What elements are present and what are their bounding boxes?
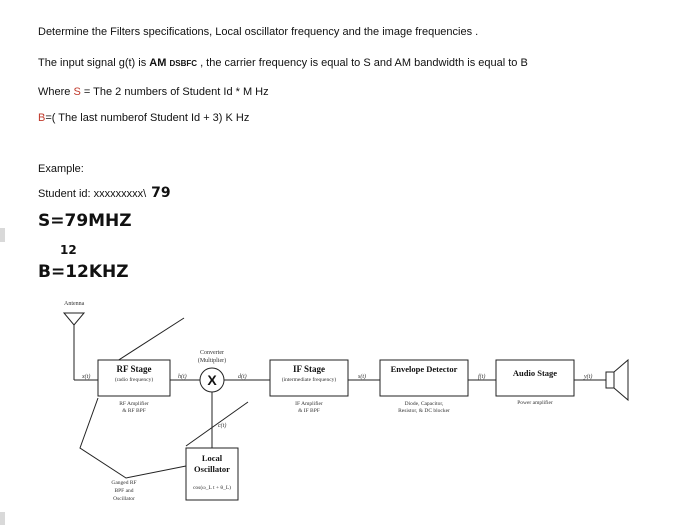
- student-id-line: Student id: xxxxxxxxx\ 79: [38, 185, 171, 201]
- rf-stage-title: RF Stage: [117, 364, 152, 374]
- antenna-label: Antenna: [64, 301, 85, 307]
- b-definition: =( The last numberof Student Id + 3) K H…: [45, 112, 250, 124]
- edge-artifact: [0, 512, 5, 525]
- student-id-digits: 79: [146, 185, 171, 201]
- signal-x-label: x(t): [81, 373, 90, 380]
- example-text: Example:: [38, 163, 84, 175]
- signal-h-label: h(t): [178, 373, 187, 380]
- b-line: B=( The last numberof Student Id + 3) K …: [38, 112, 249, 124]
- s-value-text: S=79MHZ: [38, 211, 132, 231]
- envelope-desc-1: Diode, Capacitor,: [405, 401, 444, 407]
- rf-desc-2: & RF BPF: [122, 408, 146, 414]
- s-value: S=79MHZ: [38, 211, 132, 231]
- b-value-text: B=12KHZ: [38, 262, 129, 282]
- rf-stage-sub: (radio frequency): [115, 376, 153, 383]
- instruction-text: Determine the Filters specifications, Lo…: [38, 26, 479, 38]
- edge-artifact: [0, 228, 5, 242]
- speaker-icon: [605, 371, 615, 389]
- signal-c-label: c(t): [218, 422, 226, 429]
- s-definition: = The 2 numbers of Student Id * M Hz: [80, 86, 269, 98]
- b-symbol: B: [38, 112, 46, 124]
- audio-title: Audio Stage: [513, 368, 557, 378]
- s-symbol: S: [73, 86, 81, 98]
- twelve-value: 12: [60, 243, 77, 257]
- audio-stage-box: [495, 359, 575, 397]
- envelope-title: Envelope Detector: [391, 364, 458, 374]
- where-text: Where: [38, 86, 74, 98]
- am-label: AM: [149, 57, 167, 69]
- if-stage-box: [269, 359, 349, 397]
- lo-formula: cos(ω_L t + θ_L): [193, 484, 231, 491]
- rf-desc-1: RF Amplifier: [119, 400, 149, 407]
- signal-y-label: y(t): [583, 373, 592, 380]
- mixer-icon: [199, 367, 225, 393]
- ganged-label-2: BPF and: [114, 488, 133, 494]
- local-oscillator-box: [185, 447, 239, 501]
- signal-line: The input signal g(t) is AM DSBFC , the …: [38, 57, 528, 69]
- signal-f-label: f(t): [478, 373, 485, 380]
- signal-text: The input signal g(t) is: [38, 57, 150, 69]
- instruction-line: Determine the Filters specifications, Lo…: [38, 26, 478, 38]
- student-id-label: Student id: xxxxxxxxx\: [38, 188, 147, 200]
- b-value: B=12KHZ: [38, 262, 129, 282]
- lo-title-2: Oscillator: [194, 464, 230, 474]
- mixer-symbol: X: [207, 372, 217, 388]
- antenna-icon: [62, 312, 86, 326]
- rf-stage-box: [97, 359, 171, 397]
- lo-title-1: Local: [202, 453, 223, 463]
- twelve-text: 12: [60, 243, 77, 257]
- ganged-label-1: Ganged RF: [111, 480, 136, 486]
- carrier-text: , the carrier frequency is equal to S an…: [197, 57, 528, 69]
- if-desc-1: IF Amplifier: [295, 400, 323, 407]
- converter-sublabel: (Multiplier): [198, 357, 226, 364]
- if-stage-sub: (intermediate frequency): [282, 376, 337, 383]
- dsbfc-subscript: DSBFC: [169, 59, 198, 68]
- where-line: Where S = The 2 numbers of Student Id * …: [38, 86, 269, 98]
- converter-label: Converter: [200, 350, 224, 356]
- if-stage-title: IF Stage: [293, 364, 325, 374]
- example-label: Example:: [38, 163, 84, 175]
- envelope-detector-box: [379, 359, 469, 397]
- envelope-desc-2: Resistor, & DC blocker: [398, 408, 450, 414]
- ganged-label-3: Oscillator: [113, 496, 135, 502]
- signal-d-label: d(t): [238, 373, 247, 380]
- if-desc-2: & IF BPF: [298, 408, 320, 414]
- audio-desc: Power amplifier: [517, 399, 553, 406]
- signal-s-label: s(t): [358, 373, 366, 380]
